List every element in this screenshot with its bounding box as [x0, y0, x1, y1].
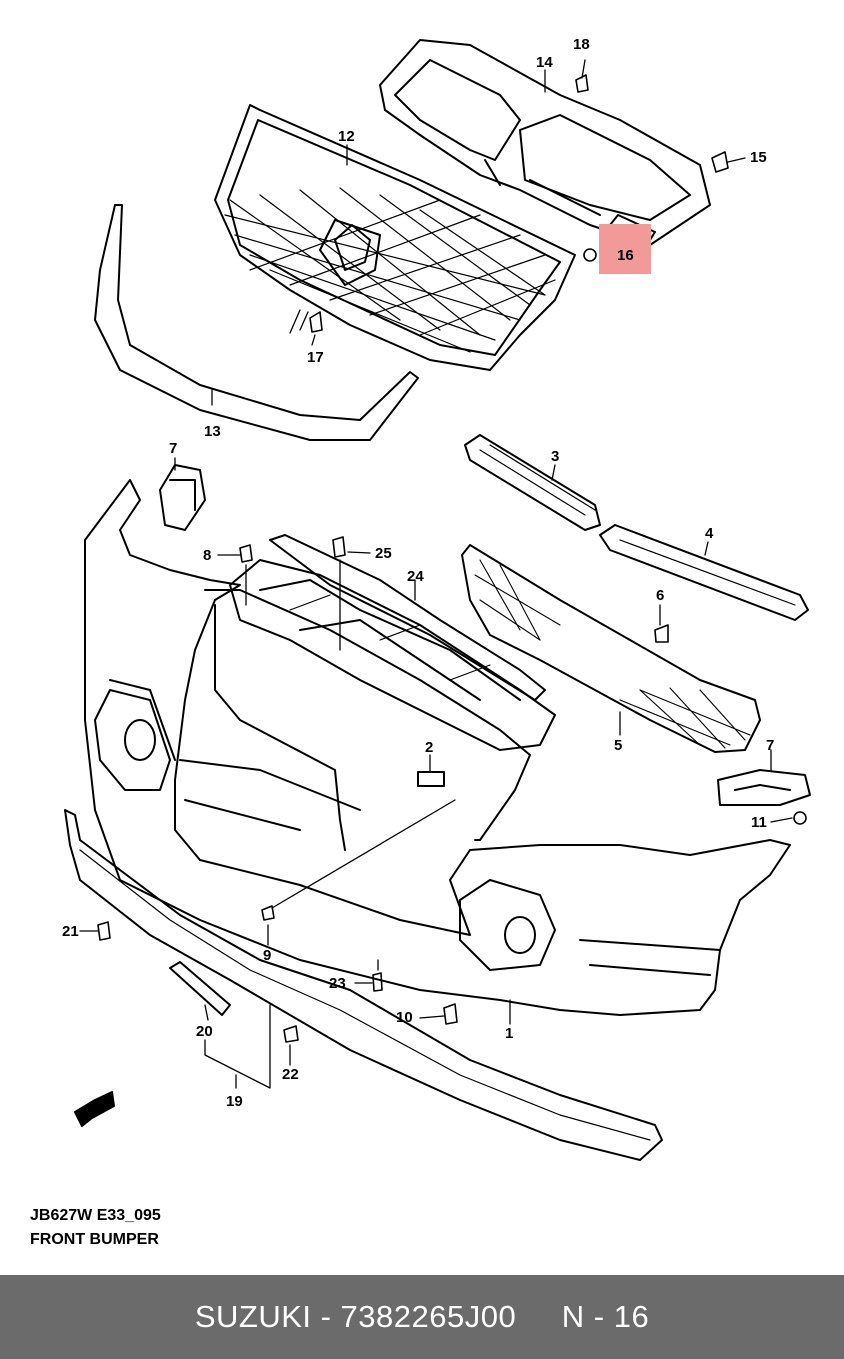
- part-19-lower-spoiler: [64, 809, 663, 1161]
- part-3-strip: [464, 434, 601, 531]
- part-2-plate: [417, 771, 445, 787]
- highlight-box: [599, 224, 651, 274]
- part-7-bracket-left: [159, 464, 206, 531]
- label-20[interactable]: 20: [196, 1023, 213, 1040]
- diagram-code: JB627W E33_095: [30, 1207, 161, 1224]
- front-arrow-icon: [74, 1091, 115, 1127]
- part-4-strip: [599, 524, 809, 621]
- label-9[interactable]: 9: [263, 947, 272, 964]
- label-13[interactable]: 13: [204, 423, 221, 440]
- label-12[interactable]: 12: [338, 128, 355, 145]
- footer-bar: SUZUKI - 7382265J00 N - 16: [0, 1275, 844, 1359]
- diagram-title: FRONT BUMPER: [30, 1231, 159, 1248]
- label-18[interactable]: 18: [573, 36, 590, 53]
- part-1-bumper-fascia: [84, 479, 791, 1016]
- label-8[interactable]: 8: [203, 547, 212, 564]
- label-24[interactable]: 24: [407, 568, 424, 585]
- part-20-bracket: [169, 961, 231, 1016]
- part-5-lower-grille: [461, 544, 761, 753]
- label-19[interactable]: 19: [226, 1093, 243, 1110]
- diagram-drawing: [64, 39, 811, 1161]
- leader-lines: [79, 59, 793, 1089]
- label-15[interactable]: 15: [750, 149, 767, 166]
- label-25[interactable]: 25: [375, 545, 392, 562]
- footer-text: SUZUKI - 7382265J00 N - 16: [194, 1299, 650, 1334]
- label-3[interactable]: 3: [551, 448, 560, 465]
- label-16[interactable]: 16: [617, 247, 634, 264]
- part-7-bracket-right: [717, 769, 811, 806]
- label-21[interactable]: 21: [62, 923, 79, 940]
- label-11[interactable]: 11: [751, 814, 767, 831]
- label-7-right[interactable]: 7: [766, 737, 775, 754]
- part-13-trim-strip: [94, 204, 419, 441]
- label-14[interactable]: 14: [536, 54, 553, 71]
- label-17[interactable]: 17: [307, 349, 324, 366]
- bumper-absorber: [229, 559, 556, 751]
- label-4[interactable]: 4: [705, 525, 714, 542]
- part-24-reinforcement: [269, 534, 546, 701]
- label-7-left[interactable]: 7: [169, 440, 178, 457]
- label-10[interactable]: 10: [396, 1009, 413, 1026]
- part-12-grille: [214, 104, 576, 371]
- label-1[interactable]: 1: [505, 1025, 514, 1042]
- label-23[interactable]: 23: [329, 975, 346, 992]
- label-6[interactable]: 6: [656, 587, 665, 604]
- fasteners: [97, 74, 807, 1043]
- label-22[interactable]: 22: [282, 1066, 299, 1083]
- grille-mesh: [224, 187, 556, 353]
- label-5[interactable]: 5: [614, 737, 623, 754]
- label-2[interactable]: 2: [425, 739, 434, 756]
